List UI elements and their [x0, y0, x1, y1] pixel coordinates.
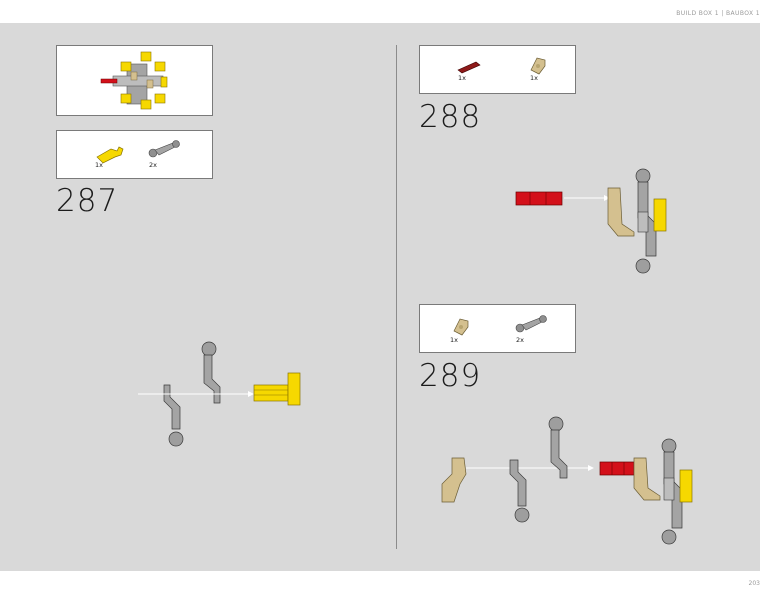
parts-list-box: 1x 2x	[56, 130, 213, 179]
part-quantity: 1x	[530, 74, 538, 82]
part-quantity: 1x	[95, 161, 103, 169]
step-number: 288	[419, 99, 482, 135]
column-divider	[396, 45, 397, 549]
yellow-axle-connector-icon	[96, 146, 124, 164]
part-quantity: 2x	[149, 161, 157, 169]
subassembly-preview-icon	[100, 51, 168, 110]
step-number: 289	[419, 358, 482, 394]
header-text: BUILD BOX 1 | BAUBOX 1	[676, 10, 760, 17]
dark-red-axle-icon	[457, 61, 481, 74]
grey-ball-joint-pin-icon	[515, 315, 547, 333]
subassembly-callout-box	[56, 45, 213, 116]
page-number: 203	[748, 580, 760, 587]
grey-ball-joint-pin-icon	[148, 140, 180, 158]
parts-list-box: 1x 2x	[419, 304, 576, 353]
parts-list-box: 1x 1x	[419, 45, 576, 94]
tan-angled-connector-icon	[453, 318, 469, 336]
step-number: 287	[56, 183, 119, 219]
assembly-diagram	[138, 341, 301, 447]
tan-angled-connector-icon	[530, 57, 546, 75]
part-quantity: 1x	[450, 336, 458, 344]
part-quantity: 1x	[458, 74, 466, 82]
assembly-diagram	[441, 416, 693, 545]
part-quantity: 2x	[516, 336, 524, 344]
assembly-diagram	[515, 168, 667, 274]
